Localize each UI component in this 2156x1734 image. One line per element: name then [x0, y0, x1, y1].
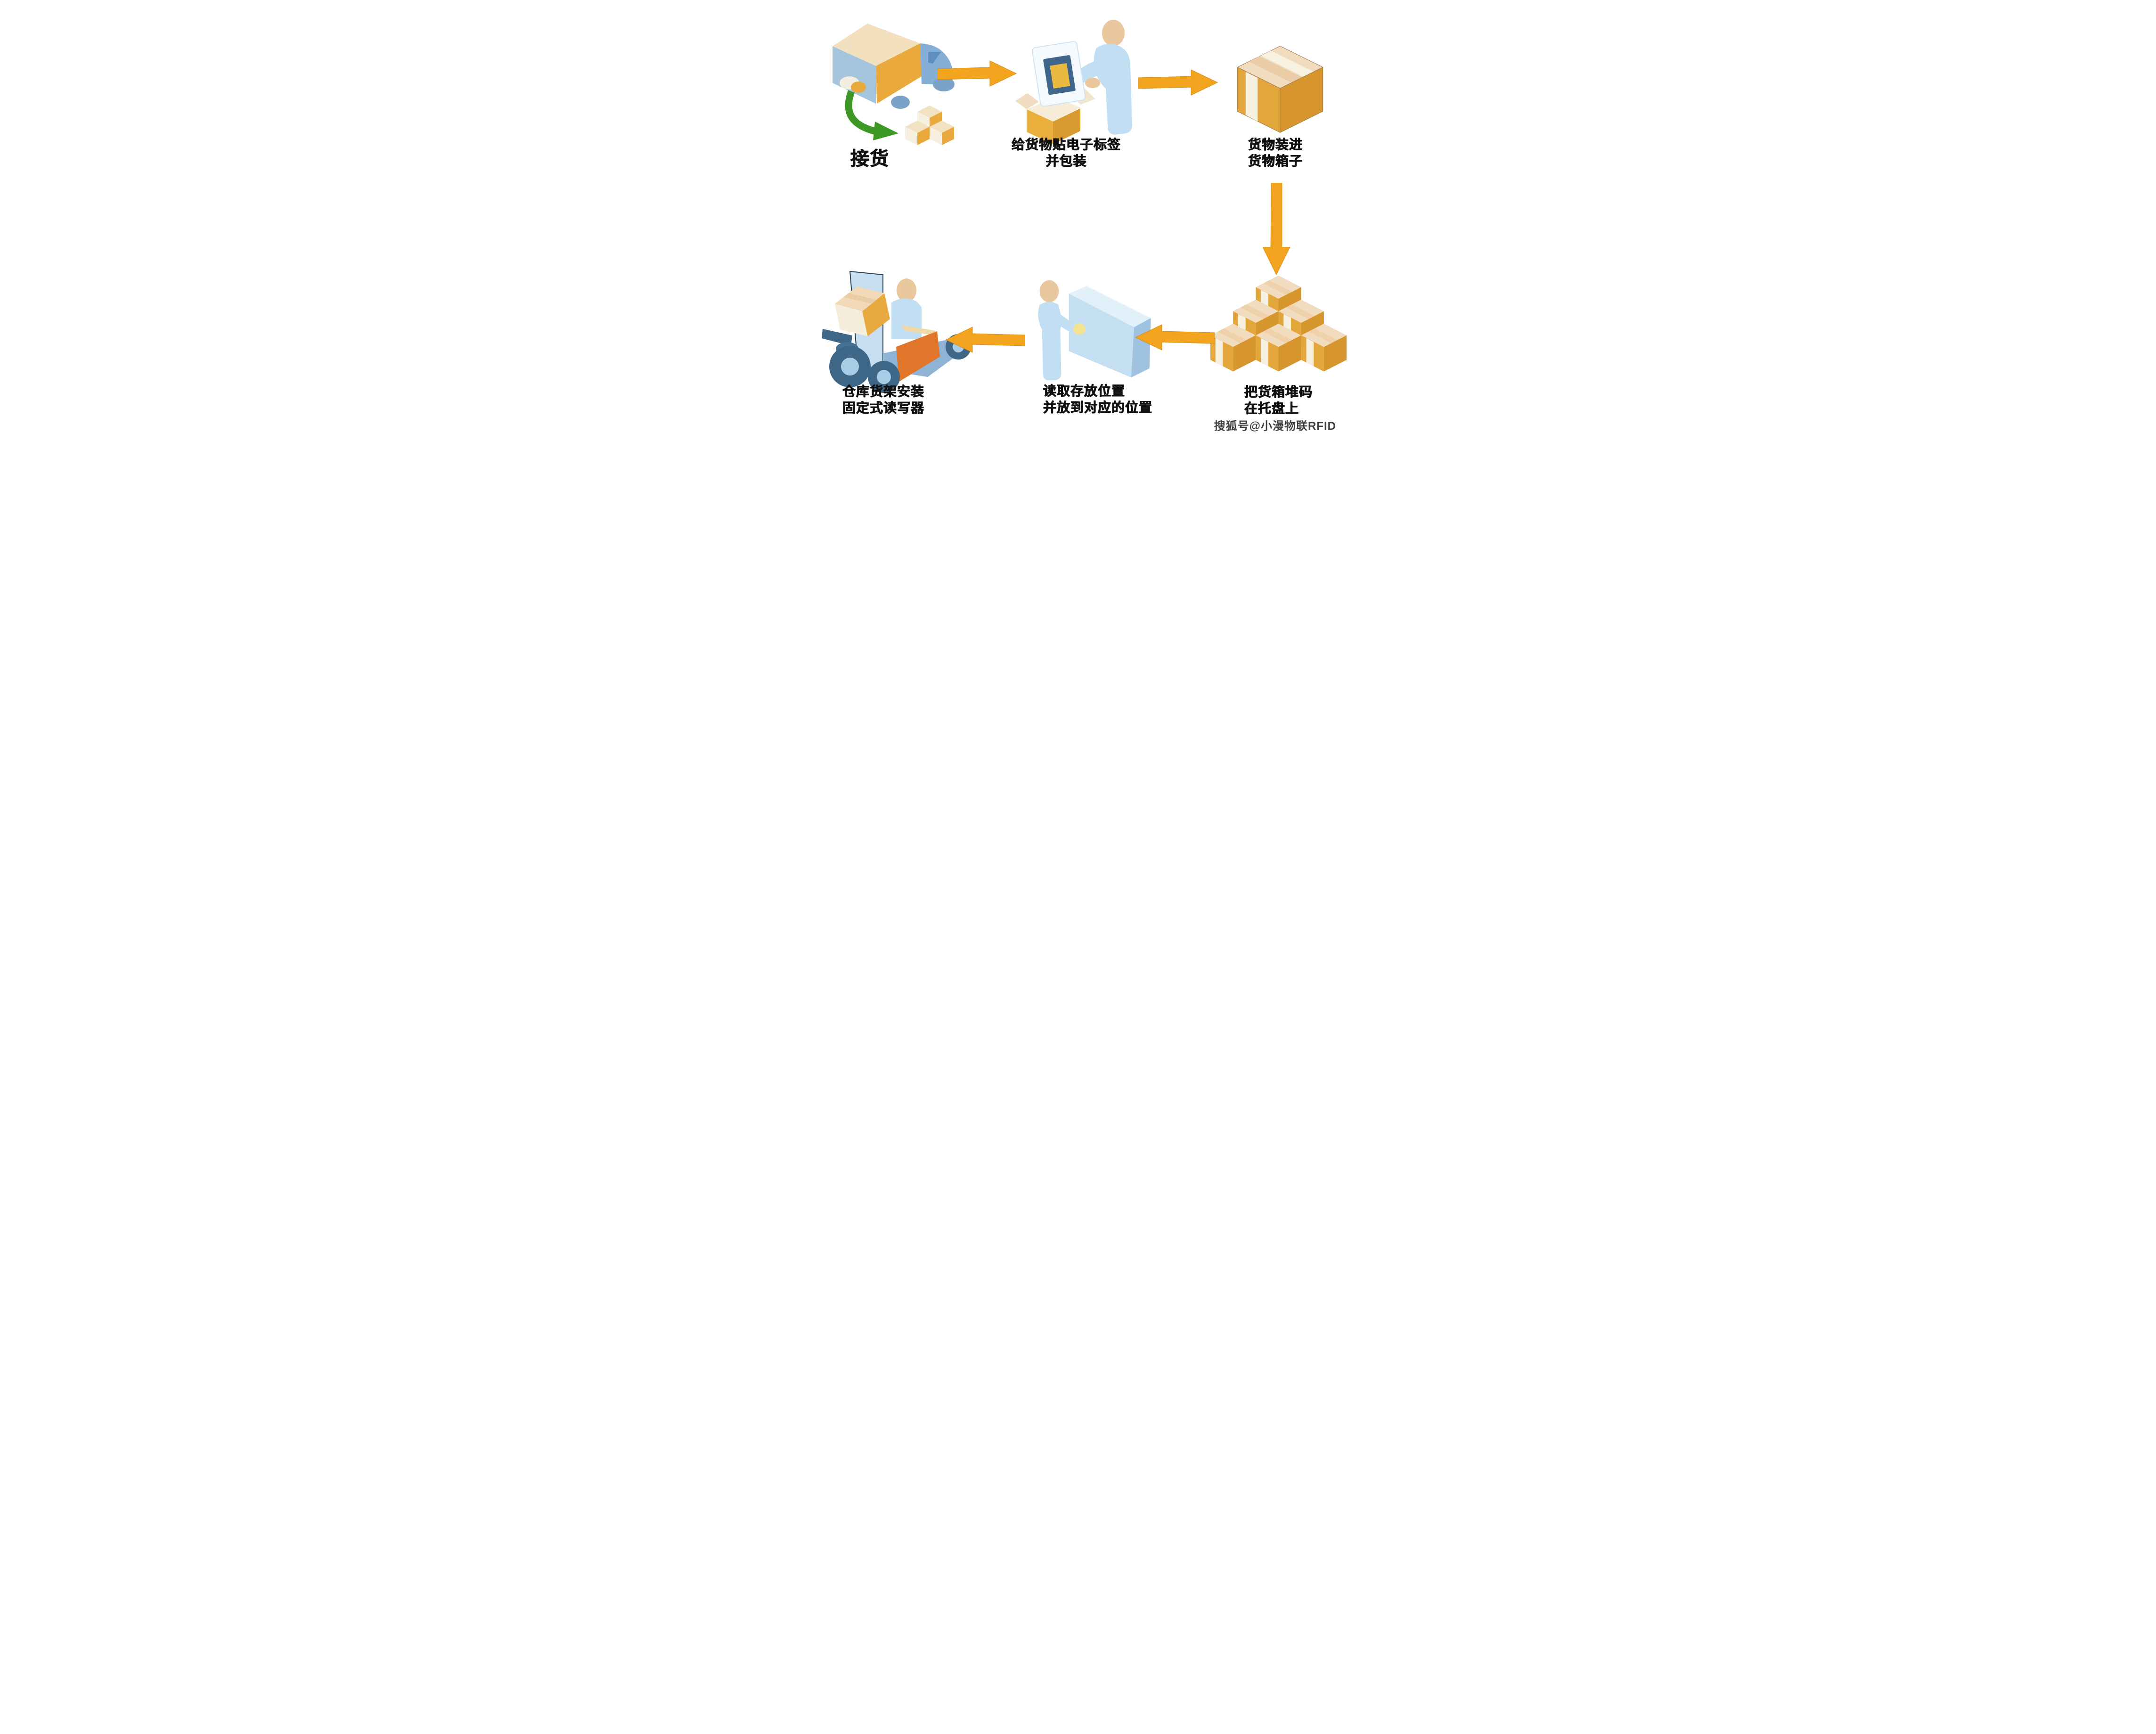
flow-arrow-right-2 [1138, 68, 1218, 97]
step-label-line: 给货物贴电子标签 [1011, 137, 1121, 152]
step-label-load-into-box: 货物装进 货物箱子 [1248, 137, 1303, 169]
step-label-line: 仓库货架安装 [842, 384, 925, 399]
carried-box-icon [834, 286, 890, 336]
panel-button [1073, 323, 1086, 335]
step-label-line: 读取存放位置 [1043, 384, 1126, 398]
step-label-read-location: 读取存放位置 并放到对应的位置 [1043, 383, 1152, 416]
box-bottom-right [1301, 324, 1347, 372]
step-label-tag-and-pack: 给货物贴电子标签 并包装 [996, 137, 1137, 169]
worker-hand [1085, 78, 1100, 88]
worker-applying-rfid-tag-icon [1009, 8, 1150, 145]
forklift-icon [822, 270, 971, 393]
driver-head [897, 278, 916, 302]
step-label-receive-goods: 接货 [823, 148, 917, 170]
step-label-line: 接货 [850, 148, 889, 169]
flow-arrow-right-1 [937, 59, 1017, 88]
step-label-stack-on-pallet: 把货箱堆码 在托盘上 [1244, 384, 1313, 417]
small-boxes-icon [905, 106, 954, 145]
box-bottom-center [1256, 324, 1301, 372]
flow-arrow-down [1262, 183, 1291, 276]
stacked-boxes-pyramid-icon [1209, 272, 1348, 377]
step-label-line: 把货箱堆码 [1244, 384, 1313, 399]
flow-arrow-left-2 [945, 326, 1025, 354]
worker-tagging-icon [1015, 20, 1132, 144]
sealed-carton-box-icon [1227, 41, 1333, 136]
step-label-line: 货物箱子 [1248, 153, 1303, 168]
step-label-line: 在托盘上 [1244, 401, 1299, 416]
step-label-fixed-reader: 仓库货架安装 固定式读写器 [842, 384, 924, 416]
stacked-boxes-icon [1210, 275, 1347, 372]
flow-arrow-left-1 [1135, 323, 1215, 352]
forklift-with-box-icon [817, 259, 975, 398]
rfid-tag-icon [1031, 41, 1086, 107]
watermark: 搜狐号@小漫物联RFID [1214, 420, 1336, 433]
step-label-line: 货物装进 [1248, 137, 1303, 152]
worker-head [1102, 20, 1125, 46]
carton-box-icon [1237, 46, 1323, 133]
step-label-line: 并放到对应的位置 [1043, 400, 1153, 415]
step-label-line: 并包装 [1045, 153, 1087, 168]
worker-head [1039, 280, 1059, 303]
step-label-line: 固定式读写器 [842, 400, 925, 415]
rfid-warehouse-flow-diagram: 接货 给货物贴电子标签 并包装 货物装进 货物箱子 把货箱堆码 在托盘上 读取存… [808, 0, 1348, 434]
